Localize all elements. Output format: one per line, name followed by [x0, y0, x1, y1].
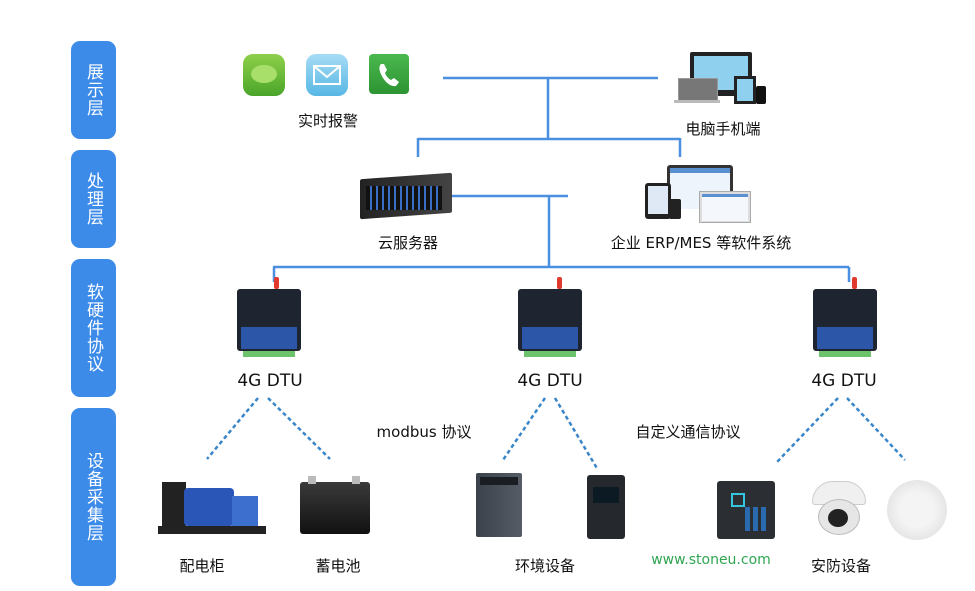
dtu-2-device-icon [514, 277, 586, 363]
env-controller-icon [587, 475, 625, 539]
environment-label: 环境设备 [514, 557, 575, 575]
generator-cabinet-icon [158, 478, 266, 538]
dtu-1-label: 4G DTU [237, 371, 303, 391]
terminal-label: 电脑手机端 [685, 120, 761, 138]
custom-protocol-label: 自定义通信协议 [635, 423, 741, 441]
dtu-3-label: 4G DTU [811, 371, 877, 391]
dtu-2-label: 4G DTU [517, 371, 583, 391]
battery-label: 蓄电池 [315, 557, 361, 575]
layer-display-label: 展示层 [83, 63, 103, 117]
layer-processing-label: 处理层 [83, 172, 103, 226]
phone-icon [369, 54, 409, 94]
alarm-label: 实时报警 [297, 112, 358, 130]
layer-display: 展示层 [71, 41, 116, 139]
layer-processing: 处理层 [71, 150, 116, 248]
security-label: 安防设备 [810, 557, 871, 575]
layer-protocol: 软硬件协议 [71, 259, 116, 397]
software-label: 企业 ERP/MES 等软件系统 [610, 234, 792, 252]
smoke-detector-icon [887, 480, 947, 540]
power-cabinet-label: 配电柜 [179, 557, 225, 575]
dome-camera-icon [808, 481, 868, 537]
dtu-1-to-cabinet-line [206, 397, 259, 460]
website-watermark: www.stoneu.com [651, 552, 771, 568]
modbus-protocol-label: modbus 协议 [376, 423, 472, 441]
dtu-2-to-env1-line [501, 397, 547, 461]
air-conditioner-icon [476, 473, 522, 537]
dtu-3-to-keypad-line [776, 397, 839, 463]
dtu-3-device-icon [809, 277, 881, 363]
dtu-1-device-icon [233, 277, 305, 363]
dtu-3-to-smoke-line [846, 397, 906, 461]
battery-icon [298, 474, 374, 536]
email-icon [306, 54, 348, 96]
dtu-2-to-env2-line [553, 397, 600, 471]
cloud-server-icon [360, 172, 456, 220]
layer-protocol-label: 软硬件协议 [83, 283, 103, 373]
erp-software-icon [645, 165, 751, 223]
dtu-1-to-battery-line [267, 397, 331, 460]
access-keypad-icon [717, 481, 775, 539]
wechat-message-icon [243, 54, 285, 96]
layer-device-label: 设备采集层 [83, 452, 103, 542]
layer-device: 设备采集层 [71, 408, 116, 586]
pc-mobile-terminal-icon [672, 52, 772, 108]
server-label: 云服务器 [377, 234, 438, 252]
